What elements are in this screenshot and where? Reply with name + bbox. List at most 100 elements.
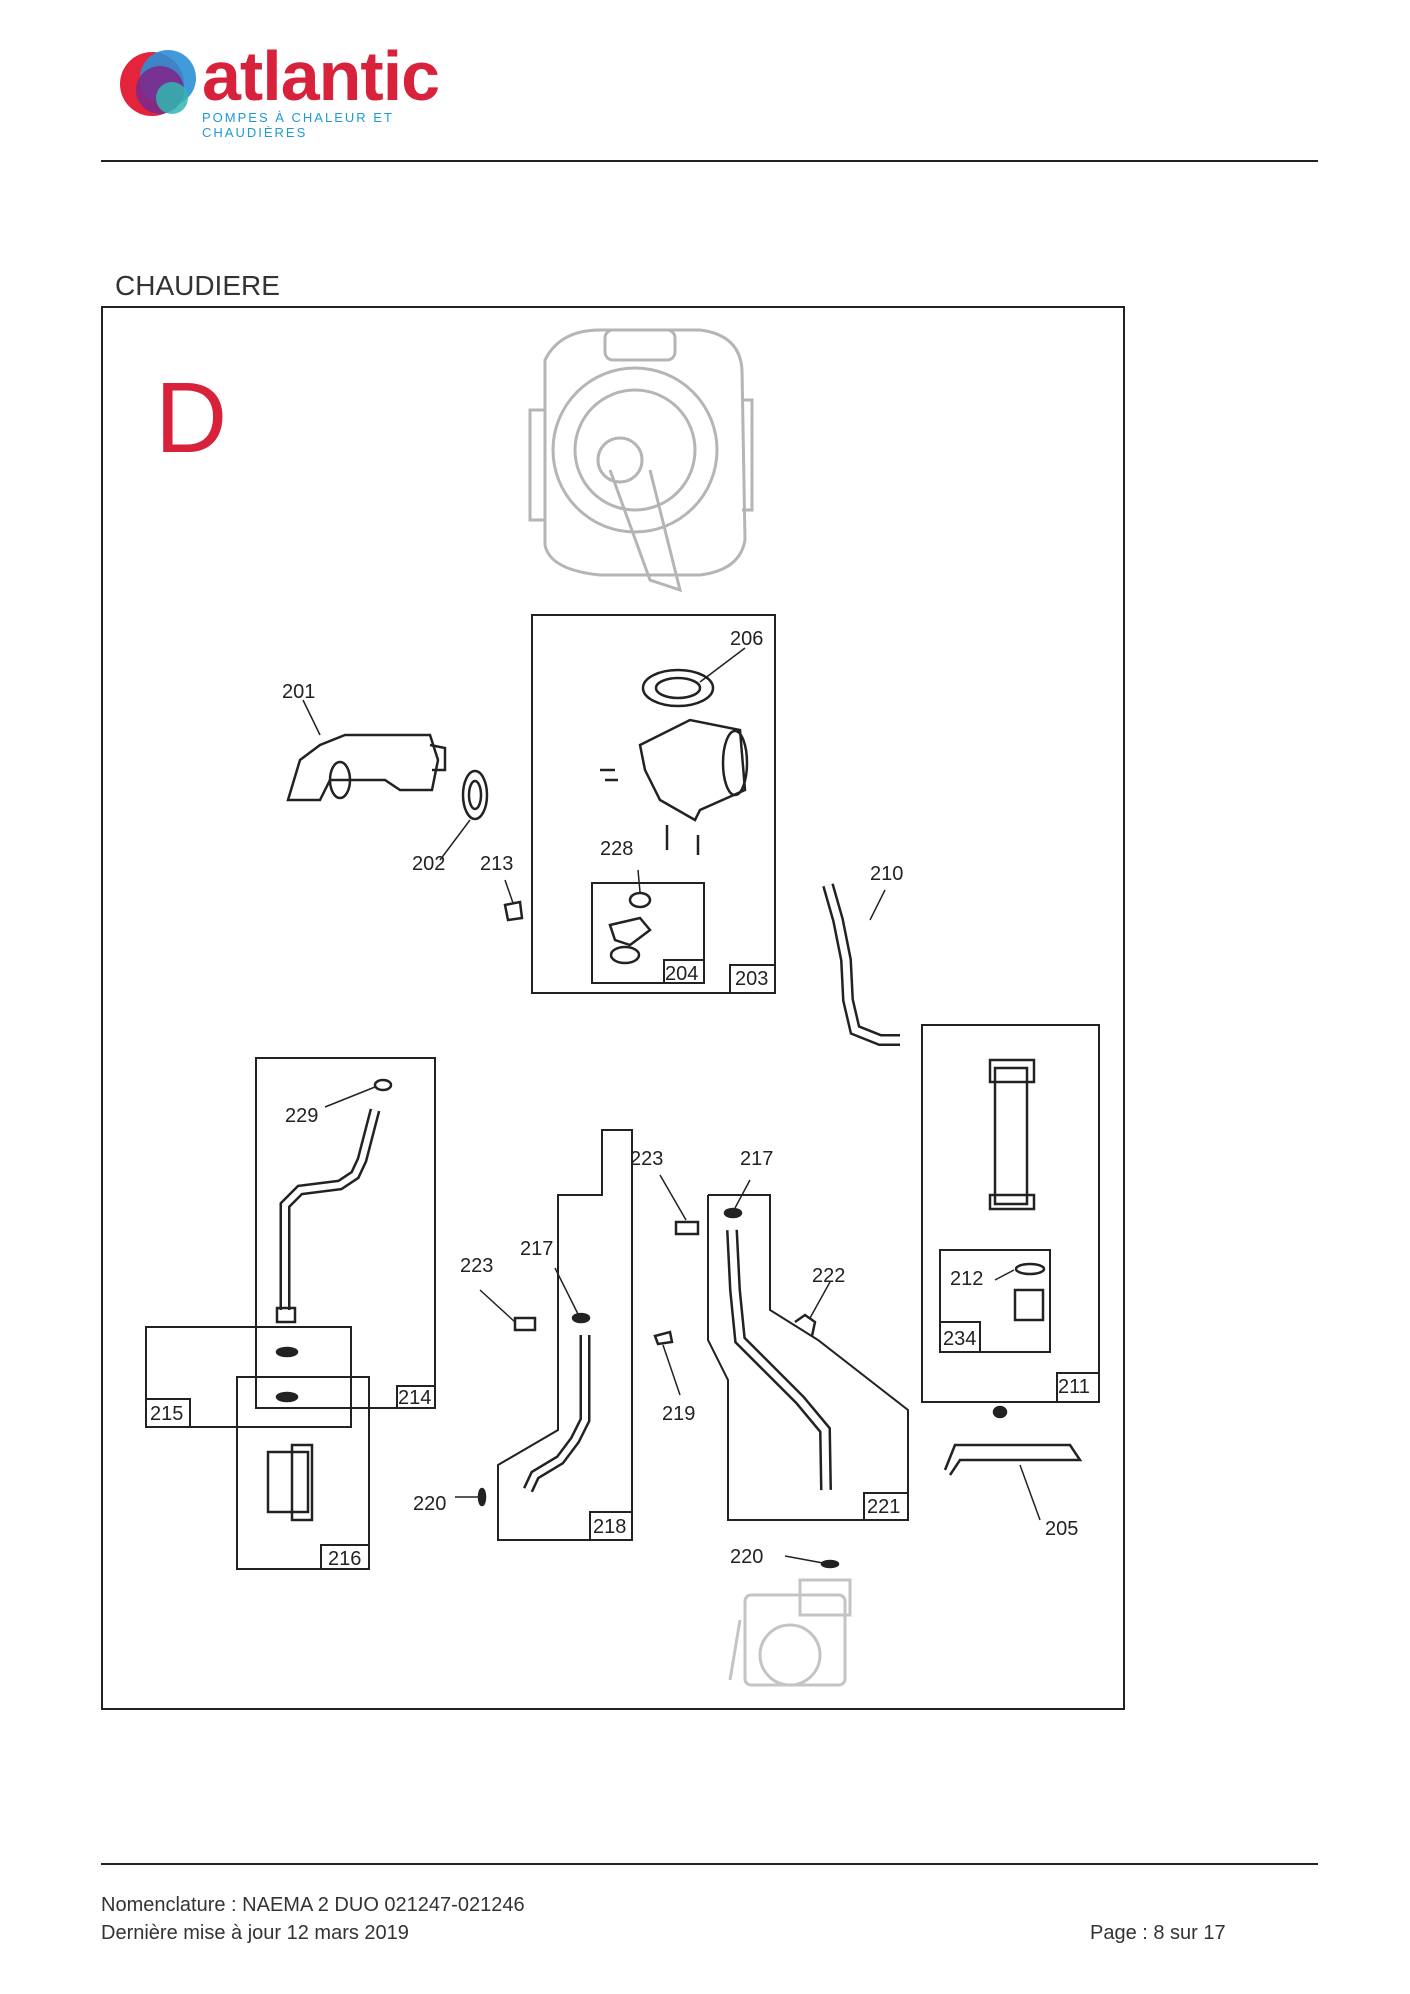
- label-205: 205: [1045, 1518, 1078, 1540]
- part-219-fitting: [653, 1330, 674, 1346]
- label-218: 218: [593, 1516, 626, 1538]
- brand-tagline: POMPES À CHALEUR ET CHAUDIÈRES: [202, 110, 394, 140]
- box-203: [531, 614, 776, 994]
- box-221: [707, 1194, 909, 1521]
- part-216-valve-stem: [290, 1443, 314, 1522]
- label-222: 222: [812, 1265, 845, 1287]
- diagram-letter: D: [155, 362, 228, 474]
- leader-lines: [302, 647, 1041, 1564]
- part-201-outlet: [429, 743, 447, 772]
- part-218-pipe-inner: [525, 1335, 588, 1492]
- part-206-disc-inner: [654, 676, 702, 700]
- box-211: [921, 1024, 1100, 1403]
- part-214-pipe-inner: [282, 1109, 378, 1310]
- label-217-right: 217: [740, 1148, 773, 1170]
- part-220-oring-right: [820, 1559, 840, 1569]
- part-229-seal: [373, 1078, 393, 1092]
- part-228-nut: [628, 891, 652, 909]
- label-219: 219: [662, 1403, 695, 1425]
- diagram-frame: [101, 306, 1125, 1710]
- box-216: [236, 1376, 370, 1570]
- label-204: 204: [665, 963, 698, 985]
- part-216-valve-block: [266, 1450, 310, 1514]
- label-211: 211: [1058, 1376, 1090, 1398]
- part-206-disc: [641, 668, 715, 708]
- section-title: CHAUDIERE: [115, 270, 280, 301]
- tag-221: [863, 1492, 909, 1521]
- brand-name: atlantic: [202, 37, 440, 115]
- part-214-pipe: [279, 1108, 381, 1310]
- part-212-cap: [1013, 1288, 1045, 1322]
- part-214-nut: [275, 1306, 297, 1324]
- box-212: [939, 1249, 1051, 1353]
- part-220-oring-left: [477, 1487, 487, 1507]
- label-215: 215: [150, 1403, 183, 1425]
- part-217-washer-right: [723, 1207, 743, 1219]
- tag-214: [396, 1385, 436, 1409]
- pump-sketch: [728, 1578, 852, 1687]
- tag-215: [145, 1398, 191, 1428]
- footer-nomenclature: Nomenclature : NAEMA 2 DUO 021247-021246: [101, 1894, 525, 1916]
- part-211-tank-head: [988, 1058, 1036, 1084]
- label-220-left: 220: [413, 1493, 446, 1515]
- footer-rule: [101, 1863, 1318, 1865]
- part-211-tank-base: [988, 1193, 1036, 1211]
- box-218: [497, 1129, 633, 1541]
- part-218-pipe: [523, 1335, 591, 1493]
- label-201: 201: [282, 681, 315, 703]
- label-221: 221: [867, 1496, 900, 1518]
- label-212: 212: [950, 1268, 983, 1290]
- brand-logo: atlantic POMPES À CHALEUR ET CHAUDIÈRES: [112, 36, 492, 140]
- label-202: 202: [412, 853, 445, 875]
- part-202-ring: [461, 769, 489, 821]
- part-210-hose-inner: [824, 884, 900, 1044]
- boiler-body-sketch: [528, 328, 754, 593]
- part-205-bracket: [943, 1443, 1083, 1476]
- part-222-clip: [794, 1313, 817, 1337]
- label-229: 229: [285, 1105, 318, 1127]
- label-214: 214: [398, 1387, 431, 1409]
- label-217-left: 217: [520, 1238, 553, 1260]
- part-201-port: [328, 760, 352, 800]
- part-215-washer-b: [275, 1391, 299, 1403]
- label-228: 228: [600, 838, 633, 860]
- part-204-seal: [609, 945, 641, 965]
- part-203-screws: [600, 768, 700, 855]
- part-213-clip: [503, 900, 524, 922]
- label-223-right: 223: [630, 1148, 663, 1170]
- label-234: 234: [943, 1328, 976, 1350]
- box-204: [591, 882, 705, 984]
- part-223-clip-right: [674, 1220, 700, 1236]
- part-202-ring-inner: [467, 779, 483, 811]
- part-203-pump-face: [721, 729, 749, 797]
- tag-211: [1056, 1372, 1100, 1403]
- part-210-hose: [822, 883, 900, 1046]
- box-214: [255, 1057, 436, 1409]
- part-201-manifold: [286, 733, 440, 802]
- label-223-left: 223: [460, 1255, 493, 1277]
- part-203-pump-body: [638, 718, 747, 822]
- logo-mark-icon: [120, 50, 196, 116]
- label-203: 203: [735, 968, 768, 990]
- header-rule: [101, 160, 1318, 162]
- tag-216: [320, 1544, 370, 1570]
- tag-203: [729, 964, 776, 994]
- tag-218: [589, 1511, 633, 1541]
- part-211-expansion-tank: [993, 1066, 1029, 1206]
- label-213: 213: [480, 853, 513, 875]
- tag-234: [939, 1321, 981, 1353]
- part-204-valve: [608, 916, 652, 947]
- label-210: 210: [870, 863, 903, 885]
- part-212-seal: [1014, 1262, 1046, 1276]
- part-221-pipe-inner: [728, 1229, 830, 1491]
- label-220-right: 220: [730, 1546, 763, 1568]
- label-206: 206: [730, 628, 763, 650]
- footer-page-number: Page : 8 sur 17: [1090, 1922, 1226, 1944]
- footer-last-update: Dernière mise à jour 12 mars 2019: [101, 1922, 409, 1944]
- part-215-washer-a: [275, 1346, 299, 1358]
- tag-204: [663, 959, 705, 984]
- part-217-washer-left: [571, 1312, 591, 1324]
- part-205-grommet: [992, 1405, 1008, 1419]
- label-216: 216: [328, 1548, 361, 1570]
